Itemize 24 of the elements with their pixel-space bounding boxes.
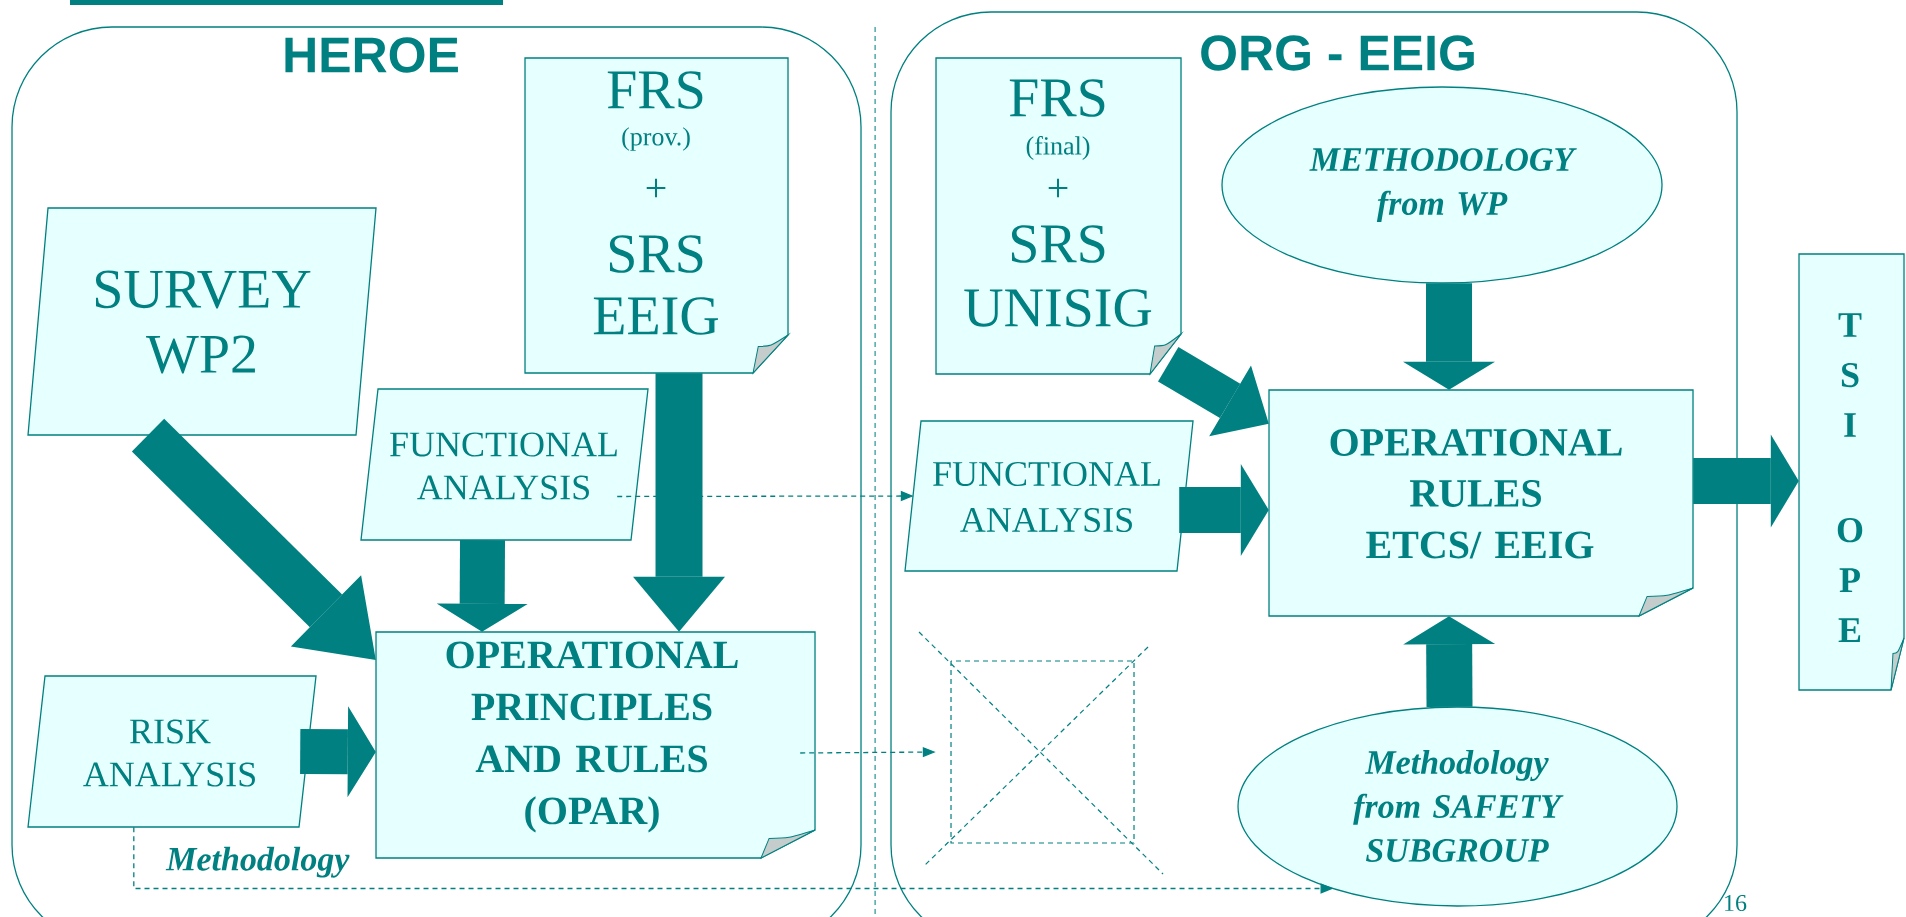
block-arrow [633, 373, 725, 632]
page-number: 16 [1725, 894, 1747, 912]
document-box: TSI OPE [1798, 253, 1905, 691]
edge-label: Methodology [164, 844, 352, 880]
panel-title: ORG - EEIG [1201, 35, 1474, 71]
block-arrow [436, 540, 528, 632]
block-arrow [1403, 283, 1495, 390]
parallelogram-box: FUNCTIONAL ANALYSIS [904, 420, 1194, 572]
block-arrow [131, 418, 376, 660]
parallelogram-box: RISK ANALYSIS [27, 675, 317, 828]
document-box: OPERATIONAL RULES ETCS/ EEIG [1268, 389, 1694, 617]
block-arrow [1179, 464, 1269, 556]
crossed-out-box [918, 631, 1164, 875]
parallelogram-box: SURVEY WP2 [27, 207, 377, 436]
block-arrow [1158, 346, 1269, 437]
panel-title: HEROE [285, 37, 458, 73]
document-box: FRS (prov.) + SRS EEIG [524, 57, 789, 374]
block-arrow [300, 706, 376, 798]
block-arrow [1693, 434, 1799, 528]
ellipse-box: METHODOLOGY from WP [1221, 86, 1663, 284]
parallelogram-box: FUNCTIONAL ANALYSIS [360, 388, 649, 541]
document-box: OPERATIONAL PRINCIPLES AND RULES (OPAR) [375, 631, 816, 859]
block-arrow [1403, 616, 1496, 707]
ellipse-box: Methodology from SAFETY SUBGROUP [1237, 706, 1678, 907]
